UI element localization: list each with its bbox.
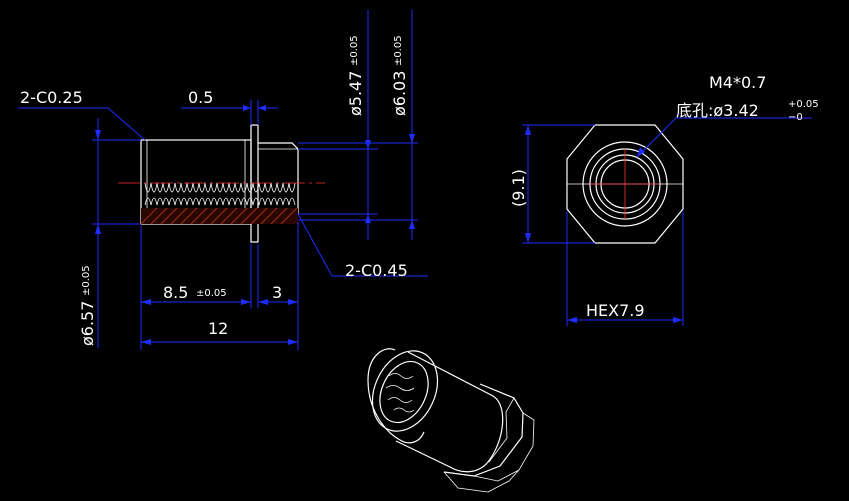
hex-outline: [566, 124, 684, 244]
end-view-dimensions: [522, 117, 812, 326]
inner-dia-tol: ±0.05: [349, 35, 360, 66]
side-view: [118, 124, 325, 243]
iso-bore-outer: [371, 350, 439, 432]
thread-label: M4*0.7: [709, 73, 766, 92]
hole-tol-lower: −0: [788, 112, 803, 123]
flange-circle: [582, 141, 668, 227]
section-hatch: [140, 207, 298, 225]
knurl-pattern: [144, 182, 296, 206]
length-a-label: 8.5: [163, 283, 188, 302]
iso-body-front: [367, 348, 425, 444]
end-view-labels: M4*0.7 底孔:ø3.42 +0.05 −0 (9.1) HEX7.9: [509, 73, 819, 320]
side-view-labels: 2-C0.25 0.5 2-C0.45 8.5 ±0.05 3 12 ø6.57…: [20, 35, 409, 346]
across-corners-label: (9.1): [509, 169, 528, 207]
body-dia-label: ø6.57: [78, 301, 97, 346]
chamfer-left-label: 2-C0.25: [20, 88, 83, 107]
length-b-label: 3: [272, 283, 282, 302]
hole-label: 底孔:ø3.42: [676, 101, 759, 120]
isometric-view: [367, 348, 535, 493]
flange-thickness-label: 0.5: [188, 88, 213, 107]
length-a-tol: ±0.05: [196, 288, 227, 299]
end-view: [566, 124, 684, 244]
side-dimensions: [18, 10, 428, 350]
iso-bore-inner: [379, 360, 429, 424]
outer-dia-label: ø6.03: [390, 71, 409, 116]
hex-size-label: HEX7.9: [586, 301, 645, 320]
body-dia-tol: ±0.05: [81, 265, 92, 296]
inner-dia-label: ø5.47: [346, 71, 365, 116]
chamfer-right-label: 2-C0.45: [345, 261, 408, 280]
hole-tol-upper: +0.05: [788, 99, 819, 110]
total-length-label: 12: [208, 319, 228, 338]
flange-outline: [250, 124, 259, 243]
iso-flange: [443, 383, 524, 477]
outer-dia-tol: ±0.05: [393, 35, 404, 66]
